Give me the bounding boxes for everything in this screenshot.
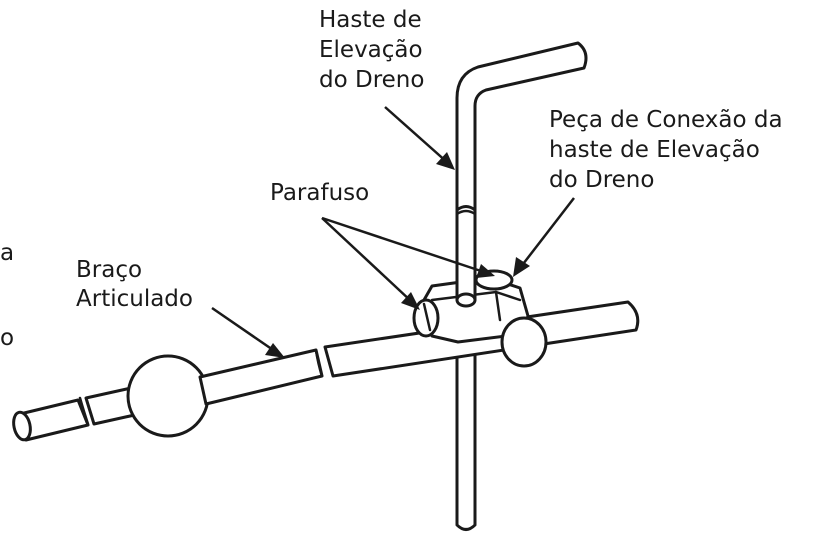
svg-text:Elevação: Elevação xyxy=(319,37,423,63)
svg-text:do Dreno: do Dreno xyxy=(319,67,424,93)
edge-fragment-a: a xyxy=(0,240,14,266)
svg-text:haste de Elevação: haste de Elevação xyxy=(549,137,760,163)
arrow-screw-side xyxy=(321,217,420,310)
connector-cylinder xyxy=(500,316,548,368)
clamp-nut xyxy=(412,269,548,368)
label-pivot-arm: Braço Articulado xyxy=(76,257,193,312)
edge-fragment-o: o xyxy=(0,325,14,351)
pivot-ball xyxy=(126,354,210,438)
svg-text:do Dreno: do Dreno xyxy=(549,167,654,193)
lift-rod-lower xyxy=(455,310,477,531)
label-connector: Peça de Conexão da haste de Elevação do … xyxy=(549,107,783,193)
svg-text:Articulado: Articulado xyxy=(76,286,193,312)
arrow-pivot-arm xyxy=(211,306,285,358)
pivot-arm-rod xyxy=(12,300,640,442)
arrow-connector xyxy=(513,197,575,277)
arrow-drain-rod xyxy=(384,106,455,170)
svg-text:Braço: Braço xyxy=(76,257,142,283)
svg-text:Haste de: Haste de xyxy=(319,7,422,33)
svg-text:Parafuso: Parafuso xyxy=(270,180,369,206)
label-drain-rod: Haste de Elevação do Dreno xyxy=(319,7,424,93)
svg-text:Peça de Conexão da: Peça de Conexão da xyxy=(549,107,783,133)
label-screw: Parafuso xyxy=(270,180,369,206)
lift-rod-upper xyxy=(455,41,588,308)
arrow-screw-top xyxy=(321,216,495,278)
